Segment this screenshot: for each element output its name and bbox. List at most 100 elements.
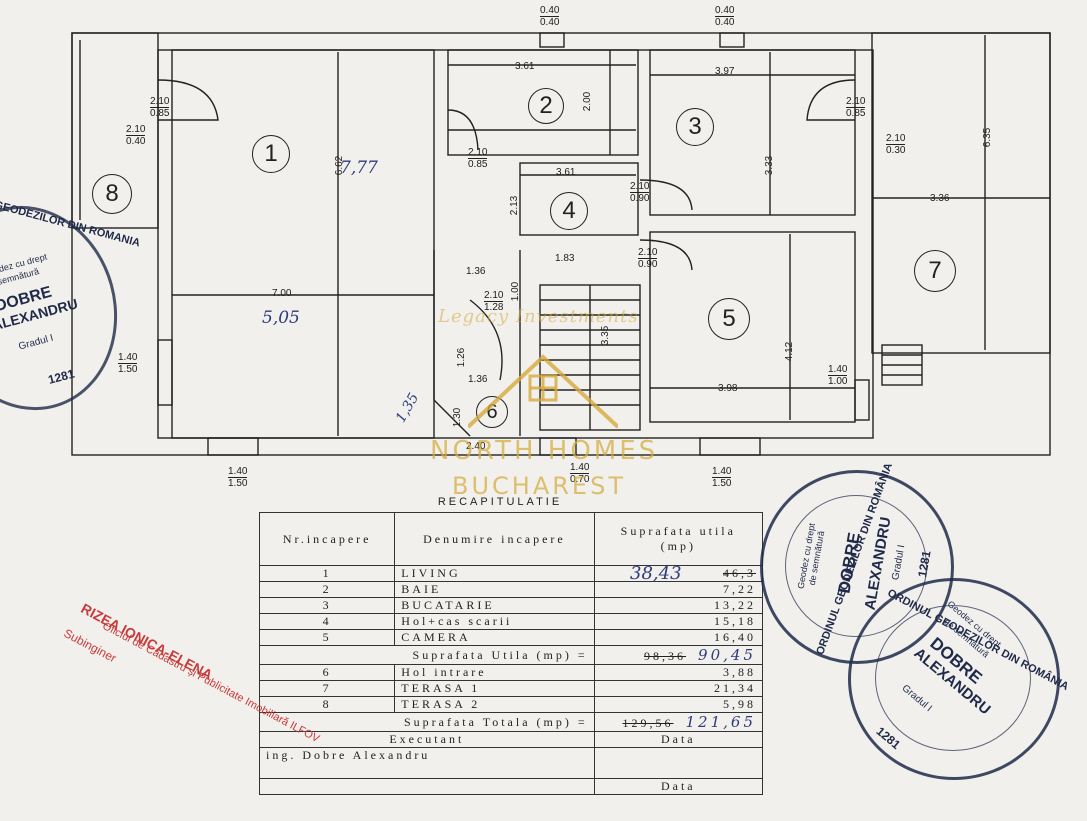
dim-336: 3.36 [930, 193, 950, 204]
dim-width: 0.40 [715, 17, 735, 28]
dim-width: 0.30 [886, 145, 906, 156]
room-number-3: 3 [676, 108, 714, 146]
handwritten-505: 5,05 [262, 308, 300, 328]
recap-table: Nr.incapere Denumire incapere Suprafata … [258, 512, 764, 795]
dim-width: 1.50 [228, 478, 248, 489]
dim-line [540, 16, 560, 17]
dim-width: 0.90 [630, 193, 650, 204]
dim-335: 3.35 [600, 325, 612, 346]
dim-line [228, 477, 248, 478]
watermark-line1: NORTH HOMES [430, 436, 659, 466]
stamp-mid-num: 1281 [915, 549, 934, 579]
dim-700: 7.00 [272, 288, 292, 299]
dim-100: 1.00 [510, 281, 522, 302]
dim-line [638, 258, 658, 259]
dim-width: 1.50 [118, 364, 138, 375]
terrace-8-outline [71, 32, 159, 229]
dim-width: 0.40 [540, 17, 560, 28]
dim-136b: 1.36 [468, 374, 488, 385]
row-area: 5,98 [593, 696, 764, 713]
row-name: BUCATARIE [394, 597, 595, 614]
dim-width: 0.70 [570, 474, 590, 485]
row-name: BAIE [394, 581, 595, 598]
room-number-6: 6 [476, 396, 508, 428]
dim-height: 2.10 [484, 290, 504, 301]
dim-line [630, 192, 650, 193]
dim-126: 1.26 [456, 347, 468, 368]
data-label-2: Data [593, 778, 764, 795]
row-area: 16,40 [593, 629, 764, 646]
util-handwritten: 90,45 [698, 646, 756, 664]
total-handwritten: 121,65 [685, 713, 756, 731]
stamp-ordinul-right: ORDINUL GEODEZILOR DIN ROMÂNIA Geodez cu… [848, 578, 1071, 780]
dim-height: 0.40 [540, 5, 560, 16]
dim-412: 4.12 [784, 341, 796, 362]
stamp-left-num: 1281 [46, 366, 76, 387]
dim-136a: 1.36 [466, 266, 486, 277]
dim-width: 0.85 [468, 159, 488, 170]
util-row: Suprafata Utila (mp) = 98,36 90,45 [259, 645, 764, 665]
recap-title: RECAPITULATIE [437, 496, 563, 508]
dim-height: 1.40 [570, 462, 590, 473]
stamp-right-inner-ring [875, 605, 1031, 751]
handwritten-777: 7,77 [340, 158, 378, 178]
watermark-line2: BUCHAREST [452, 472, 626, 500]
dim-line [468, 158, 488, 159]
dim-398: 3.98 [718, 383, 738, 394]
util-label: Suprafata Utila (mp) = [259, 645, 595, 665]
total-value: 129,56 [622, 716, 674, 730]
room-number-7: 7 [914, 250, 956, 292]
watermark-house-icon [468, 354, 618, 429]
dim-line [150, 107, 170, 108]
stamp-oficiul: Oficiul de Cadastru și Publicitate Imobi… [50, 560, 380, 760]
header-nr: Nr.incapere [258, 512, 396, 566]
dim-line [846, 107, 866, 108]
row-name: CAMERA [394, 629, 595, 646]
row-name: Hol+cas scarii [394, 613, 595, 630]
dim-width: 1.28 [484, 302, 504, 313]
util-value: 98,36 [644, 649, 687, 663]
dim-width: 0.90 [638, 259, 658, 270]
header-area: Suprafata utila (mp) [593, 512, 764, 566]
dim-height: 2.10 [886, 133, 906, 144]
dim-183: 1.83 [555, 253, 575, 264]
dim-line [126, 135, 146, 136]
dim-line [118, 363, 138, 364]
dim-height: 1.40 [228, 466, 248, 477]
stamp-mid-inner-ring [785, 495, 927, 637]
engineer-empty-cell [593, 747, 764, 779]
dim-height: 2.10 [630, 181, 650, 192]
engineer-row: ing. Dobre Alexandru [259, 747, 764, 779]
stamp-left-grade: Gradul I [17, 332, 55, 353]
dim-width: 0.40 [126, 136, 146, 147]
dim-line [828, 375, 848, 376]
dim-width: 0.85 [846, 108, 866, 119]
header-name: Denumire incapere [394, 512, 595, 566]
dim-width: 1.00 [828, 376, 848, 387]
dim-height: 2.10 [638, 247, 658, 258]
dim-width: 1.50 [712, 478, 732, 489]
total-row: Suprafata Totala (mp) = 129,56 121,65 [259, 712, 764, 732]
dim-361-top: 3.61 [515, 61, 535, 72]
row-area: 15,18 [593, 613, 764, 630]
dim-635: 6.35 [982, 127, 994, 148]
row-area: 3,88 [593, 664, 764, 681]
total-cell: 129,56 121,65 [593, 712, 764, 732]
room-number-2: 2 [528, 88, 564, 124]
row-area: 21,34 [593, 680, 764, 697]
row-area: 13,22 [593, 597, 764, 614]
dim-width: 0.85 [150, 108, 170, 119]
dim-line [570, 473, 590, 474]
